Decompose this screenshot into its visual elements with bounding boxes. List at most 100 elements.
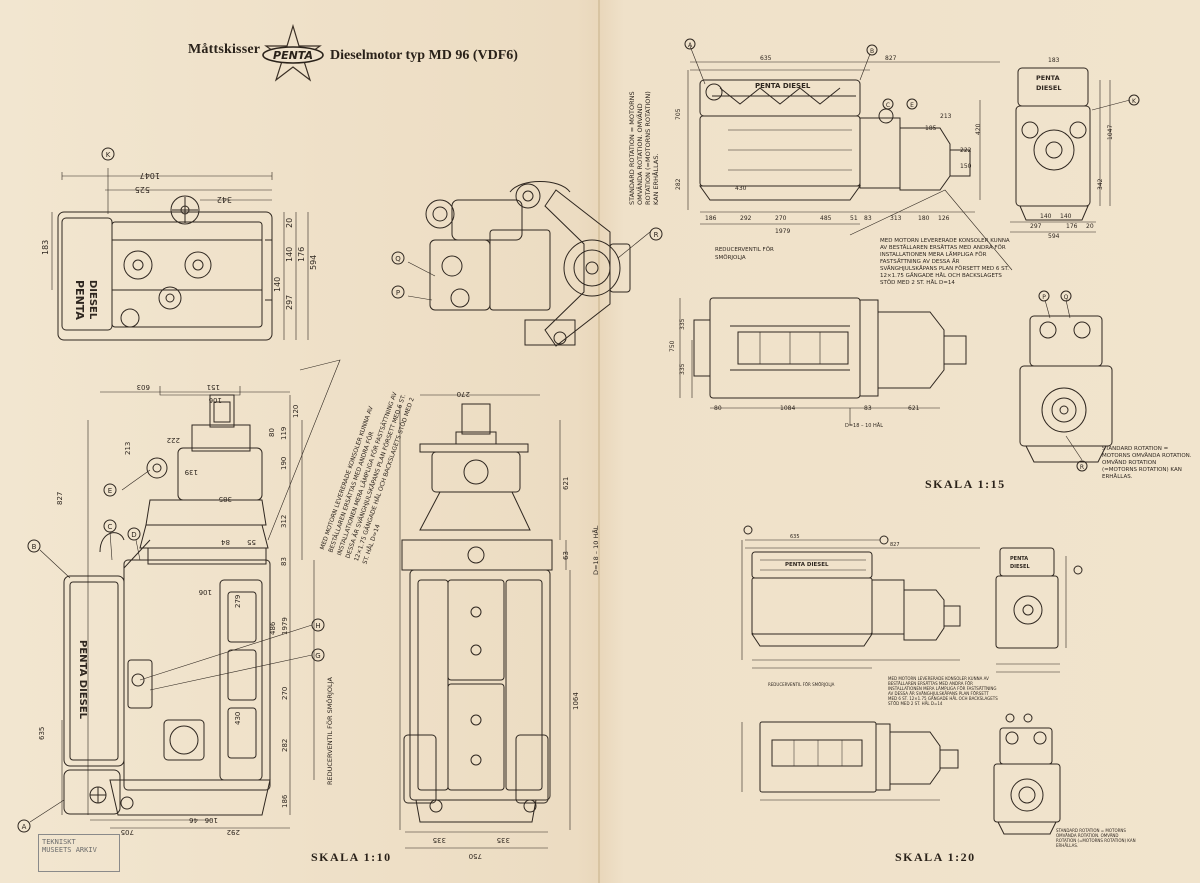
svg-text:292: 292 xyxy=(740,215,752,222)
svg-text:176: 176 xyxy=(297,247,306,262)
svg-text:A: A xyxy=(688,42,693,49)
svg-text:485: 485 xyxy=(820,215,832,222)
svg-text:80: 80 xyxy=(714,405,722,412)
scale-bottom: SKALA 1:20 xyxy=(895,850,976,864)
top-view-dims: 1047 525 342 20 140 176 594 140 297 183 … xyxy=(41,171,318,320)
side-view-dims: 603 151 106 222 213 80 119 120 190 139 3… xyxy=(38,383,300,836)
penta-logo: PENTA xyxy=(262,24,324,82)
holes-note-mid: D=18 – 10 HÅL xyxy=(845,423,883,429)
svg-text:621: 621 xyxy=(908,405,920,412)
svg-text:C: C xyxy=(886,102,890,109)
svg-text:PENTA DIESEL: PENTA DIESEL xyxy=(785,562,829,568)
svg-text:750: 750 xyxy=(469,852,482,860)
svg-text:PENTA: PENTA xyxy=(1036,74,1060,82)
svg-text:106: 106 xyxy=(208,396,222,404)
svg-text:K: K xyxy=(1132,98,1137,105)
plan-view-bottom xyxy=(741,721,959,801)
front-view-mid-dims: 183 PENTA DIESEL 140 140 297 176 20 594 … xyxy=(1030,57,1114,240)
svg-text:621: 621 xyxy=(562,477,570,490)
svg-text:342: 342 xyxy=(1097,178,1104,190)
svg-text:297: 297 xyxy=(1030,223,1042,230)
svg-text:P: P xyxy=(396,289,400,297)
svg-text:827: 827 xyxy=(56,492,64,505)
svg-text:120: 120 xyxy=(292,405,300,418)
side-view-mid xyxy=(687,61,1000,225)
svg-text:126: 126 xyxy=(938,215,950,222)
svg-text:C: C xyxy=(108,523,113,531)
svg-text:270: 270 xyxy=(775,215,787,222)
svg-text:140: 140 xyxy=(1060,213,1072,220)
fold-line xyxy=(598,0,600,883)
svg-text:213: 213 xyxy=(940,113,952,120)
relief-valve-note-mid: REDUCERVENTIL FÖR SMÖRJOLJA xyxy=(715,247,774,261)
svg-text:186: 186 xyxy=(281,794,289,808)
svg-text:190: 190 xyxy=(280,457,288,470)
svg-text:106: 106 xyxy=(204,816,218,824)
svg-text:G: G xyxy=(315,652,320,660)
svg-text:186: 186 xyxy=(705,215,717,222)
console-note-bottom: MED MOTORN LEVERERADE KONSOLER KUNNA AV … xyxy=(888,676,998,706)
svg-text:222: 222 xyxy=(960,147,972,154)
svg-text:D: D xyxy=(131,531,136,539)
svg-text:297: 297 xyxy=(285,295,294,310)
svg-text:827: 827 xyxy=(890,542,900,548)
svg-text:279: 279 xyxy=(234,595,242,608)
rear-view-mid xyxy=(1019,315,1113,463)
svg-text:1979: 1979 xyxy=(281,617,289,635)
title-right: Dieselmotor typ MD 96 (VDF6) xyxy=(330,48,518,63)
svg-text:PENTA: PENTA xyxy=(1010,556,1028,562)
side-view-bottom-dims: 635 827 PENTA DIESEL xyxy=(785,534,900,568)
svg-text:63: 63 xyxy=(562,551,570,560)
svg-text:51: 51 xyxy=(850,215,858,222)
svg-text:A: A xyxy=(22,823,27,831)
svg-text:213: 213 xyxy=(124,442,132,455)
svg-text:525: 525 xyxy=(135,185,150,194)
rotation-note-bottom: STANDARD ROTATION = MOTORNS OMVÄNDA ROTA… xyxy=(1056,828,1136,848)
svg-text:1047: 1047 xyxy=(1107,125,1114,140)
front-view-center xyxy=(425,181,631,347)
svg-text:827: 827 xyxy=(885,55,897,62)
svg-text:20: 20 xyxy=(285,218,294,228)
svg-text:282: 282 xyxy=(281,739,289,752)
svg-text:486: 486 xyxy=(269,621,277,635)
svg-text:83: 83 xyxy=(280,557,288,566)
svg-text:DIESEL: DIESEL xyxy=(87,280,98,320)
rear-view-center xyxy=(399,394,571,849)
svg-text:180: 180 xyxy=(918,215,930,222)
svg-text:430: 430 xyxy=(735,185,747,192)
svg-text:46: 46 xyxy=(189,816,198,824)
svg-text:183: 183 xyxy=(1048,57,1060,64)
svg-text:151: 151 xyxy=(207,383,220,391)
svg-text:R: R xyxy=(1080,464,1084,471)
svg-text:594: 594 xyxy=(1048,233,1060,240)
svg-text:1084: 1084 xyxy=(780,405,795,412)
svg-text:335: 335 xyxy=(679,363,686,375)
svg-text:185: 185 xyxy=(925,125,937,132)
svg-text:84: 84 xyxy=(221,538,230,546)
svg-text:176: 176 xyxy=(1066,223,1078,230)
title-left: Måttskisser xyxy=(188,42,261,57)
svg-text:292: 292 xyxy=(227,828,240,836)
svg-text:183: 183 xyxy=(41,240,50,255)
svg-text:222: 222 xyxy=(167,436,180,444)
callout-circles xyxy=(17,38,1140,833)
rear-view-dims: 270 621 63 1064 335 335 750 xyxy=(433,390,580,860)
svg-text:335: 335 xyxy=(679,318,686,330)
top-view-left xyxy=(51,172,309,341)
svg-text:603: 603 xyxy=(137,383,150,391)
svg-text:20: 20 xyxy=(1086,223,1094,230)
svg-text:335: 335 xyxy=(497,836,510,844)
console-note-mid: MED MOTORN LEVERERADE KONSOLER KUNNA AV … xyxy=(880,238,1010,286)
callout-letters: A B C D E G H K P Q R A B C E K P Q R xyxy=(22,42,1137,831)
svg-text:313: 313 xyxy=(890,215,902,222)
svg-text:335: 335 xyxy=(433,836,446,844)
plan-view-mid xyxy=(679,297,967,425)
svg-text:430: 430 xyxy=(234,712,242,725)
logo-text: PENTA xyxy=(273,49,313,62)
front-view-mid xyxy=(1010,67,1111,233)
svg-text:312: 312 xyxy=(280,515,288,528)
svg-text:E: E xyxy=(910,102,914,109)
svg-text:385: 385 xyxy=(219,495,232,503)
